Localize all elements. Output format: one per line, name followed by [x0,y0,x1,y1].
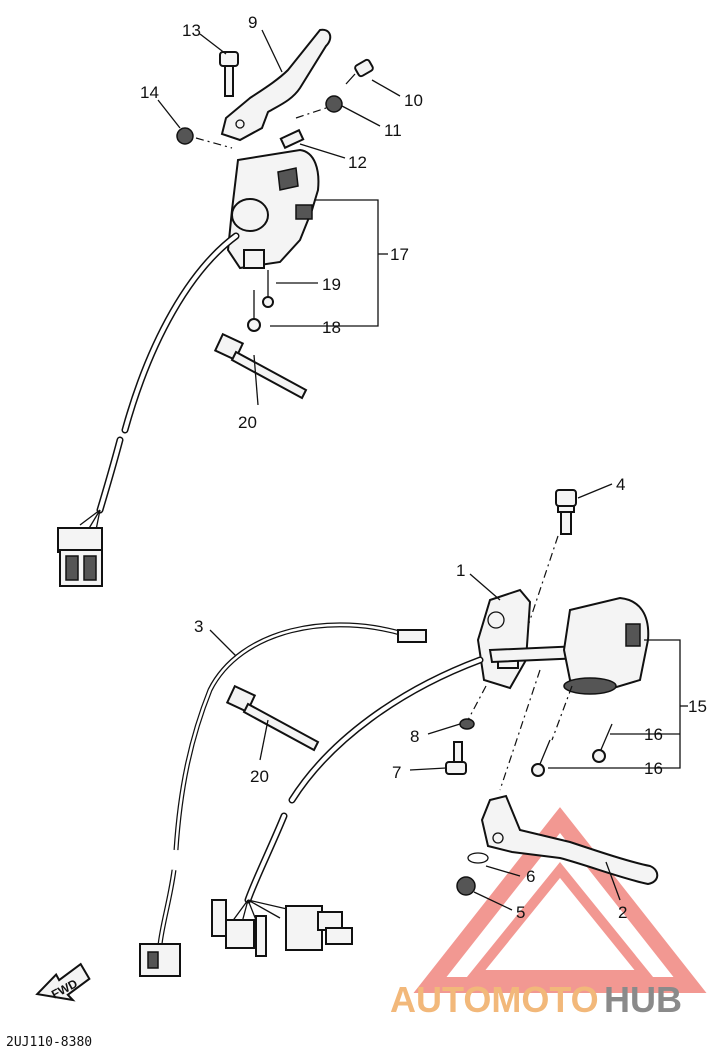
callout-5: 5 [516,903,525,922]
bolt-7 [445,741,467,775]
right-switch-cable [288,656,484,804]
watermark-part1: AUTOMOTO [390,979,599,1020]
callout-11: 11 [384,121,402,140]
callout-3: 3 [194,617,203,636]
left-switch-housing-17 [226,148,320,270]
callout-17: 17 [390,245,409,264]
callout-19: 19 [322,275,341,294]
assembly-line [467,685,487,721]
callout-2: 2 [618,903,627,922]
assembly-line [519,535,559,651]
assembly-line [295,107,327,119]
bolt-13 [219,51,239,97]
callout-18: 18 [322,318,341,337]
brake-lever-2 [480,794,659,886]
screw-19 [262,270,274,308]
pin-6 [467,852,489,864]
right-switch-connectors [211,899,353,957]
screw-16-upper [592,723,613,763]
washer-8 [459,718,475,730]
screw-16-lower [531,739,551,777]
bracket-17 [270,199,388,327]
bolt-4 [555,489,577,535]
clutch-lever-9 [220,28,332,142]
left-switch-connector [57,527,103,587]
cable-tie-20-upper [213,332,308,400]
callout-16-upper: 16 [644,725,663,744]
assembly-line [551,685,573,741]
forward-direction-arrow: FWD [35,962,91,1002]
nut-5 [456,876,476,896]
assembly-line [499,669,541,791]
callout-20-lower: 20 [250,767,269,786]
callout-6: 6 [526,867,535,886]
callout-8: 8 [410,727,419,746]
cable-tie-20-lower [225,684,320,752]
nut-11 [325,95,343,113]
spring-12 [279,128,305,150]
watermark-text: AUTOMOTO HUB [390,979,682,1020]
callout-7: 7 [392,763,401,782]
watermark-part2: HUB [604,979,682,1020]
callout-16-lower: 16 [644,759,663,778]
callout-9: 9 [248,13,257,32]
callout-10: 10 [404,91,423,110]
callout-20-upper: 20 [238,413,257,432]
callout-4: 4 [616,475,625,494]
callout-15: 15 [688,697,707,716]
callout-labels: 13 9 10 14 11 12 17 19 18 20 4 1 3 15 16… [140,13,707,922]
screw-18 [247,290,261,332]
callout-13: 13 [182,21,201,40]
right-switch-housing-15 [562,596,650,695]
left-switch-cable [121,232,240,434]
callout-1: 1 [456,561,465,580]
lever-bracket-1 [476,588,532,690]
callout-14: 14 [140,83,159,102]
bracket-15 [548,639,688,769]
callout-12: 12 [348,153,367,172]
throttle-connector [139,943,181,977]
diagram-reference-code: 2UJ110-8380 [6,1035,92,1050]
screw-10 [345,58,374,85]
assembly-line [195,137,233,149]
nut-14 [176,127,194,145]
